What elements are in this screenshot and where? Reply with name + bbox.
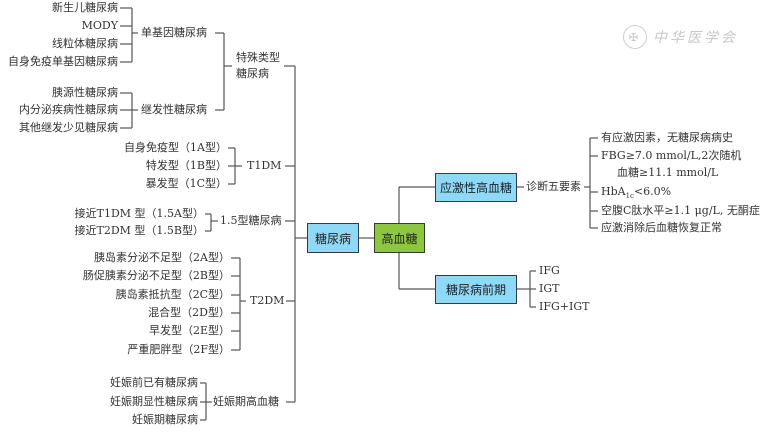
leaf-1b: 特发型（1B型） bbox=[145, 159, 227, 172]
node-hyperglycemia-box: 高血糖 bbox=[374, 223, 425, 253]
node-five-diagnostic-elements: 诊断五要素 bbox=[526, 180, 581, 193]
leaf-ifg-igt: IFG+IGT bbox=[539, 300, 590, 313]
criterion-c-peptide: 空腹C肽水平≥1.1 μg/L, 无酮症 bbox=[601, 204, 760, 217]
leaf-1a: 自身免疫型（1A型） bbox=[124, 141, 227, 154]
watermark: ✠ 中华医学会 bbox=[623, 25, 738, 49]
hba1c-value: <6.0% bbox=[633, 185, 672, 198]
leaf-2d: 混合型（2D型） bbox=[148, 306, 230, 319]
leaf-igt: IGT bbox=[539, 282, 560, 295]
leaf-overt-gestational: 妊娠期显性糖尿病 bbox=[110, 395, 198, 408]
hba1c-subscript: 1c bbox=[625, 192, 634, 201]
node-secondary-diabetes: 继发性糖尿病 bbox=[141, 103, 207, 116]
leaf-1-5a: 接近T1DM 型（1.5A型） bbox=[74, 207, 204, 220]
leaf-2e: 早发型（2E型） bbox=[148, 324, 230, 337]
leaf-mitochondrial-diabetes: 线粒体糖尿病 bbox=[52, 37, 118, 50]
criterion-recovery: 应激消除后血糖恢复正常 bbox=[601, 221, 722, 234]
criterion-fbg: FBG≥7.0 mmol/L,2次随机 bbox=[601, 149, 742, 162]
leaf-mody: MODY bbox=[81, 19, 118, 32]
node-type-1-5: 1.5型糖尿病 bbox=[220, 214, 282, 227]
leaf-2b: 肠促胰素分泌不足型（2B型） bbox=[82, 269, 230, 282]
leaf-autoimmune-monogenic: 自身免疫单基因糖尿病 bbox=[8, 55, 118, 68]
leaf-endocrine-disease: 内分泌疾病性糖尿病 bbox=[19, 103, 118, 116]
node-prediabetes-box: 糖尿病前期 bbox=[435, 275, 517, 304]
leaf-2a: 胰岛素分泌不足型（2A型） bbox=[94, 251, 230, 264]
node-special-type-line1: 特殊类型 bbox=[236, 51, 280, 64]
watermark-text: 中华医学会 bbox=[653, 30, 738, 46]
node-t2dm: T2DM bbox=[250, 294, 285, 307]
hba1c-prefix: HbA bbox=[601, 185, 626, 198]
leaf-other-secondary: 其他继发少见糖尿病 bbox=[19, 121, 118, 134]
leaf-neonatal-diabetes: 新生儿糖尿病 bbox=[52, 1, 118, 14]
node-monogenic-diabetes: 单基因糖尿病 bbox=[141, 26, 207, 39]
criterion-random-glucose: 血糖≥11.1 mmol/L bbox=[617, 166, 719, 179]
leaf-pregestational: 妊娠前已有糖尿病 bbox=[110, 376, 198, 389]
criterion-hba1c: HbA1c<6.0% bbox=[601, 185, 671, 203]
leaf-pancreatogenic: 胰源性糖尿病 bbox=[52, 86, 118, 99]
leaf-2c: 胰岛素抵抗型（2C型） bbox=[115, 288, 230, 301]
node-gestational-hyperglycemia: 妊娠期高血糖 bbox=[213, 395, 279, 408]
node-diabetes-box: 糖尿病 bbox=[307, 223, 359, 253]
node-special-type-line2: 糖尿病 bbox=[236, 67, 269, 80]
leaf-ifg: IFG bbox=[539, 264, 560, 277]
leaf-1-5b: 接近T2DM 型（1.5B型） bbox=[74, 224, 205, 237]
leaf-gdm: 妊娠期糖尿病 bbox=[132, 413, 198, 426]
criterion-stress-factor: 有应激因素，无糖尿病病史 bbox=[601, 131, 733, 144]
leaf-2f: 严重肥胖型（2F型） bbox=[127, 343, 230, 356]
node-stress-hyperglycemia-box: 应激性高血糖 bbox=[435, 173, 517, 202]
node-t1dm: T1DM bbox=[247, 159, 282, 172]
society-emblem-icon: ✠ bbox=[623, 25, 647, 49]
leaf-1c: 暴发型（1C型） bbox=[145, 177, 227, 190]
